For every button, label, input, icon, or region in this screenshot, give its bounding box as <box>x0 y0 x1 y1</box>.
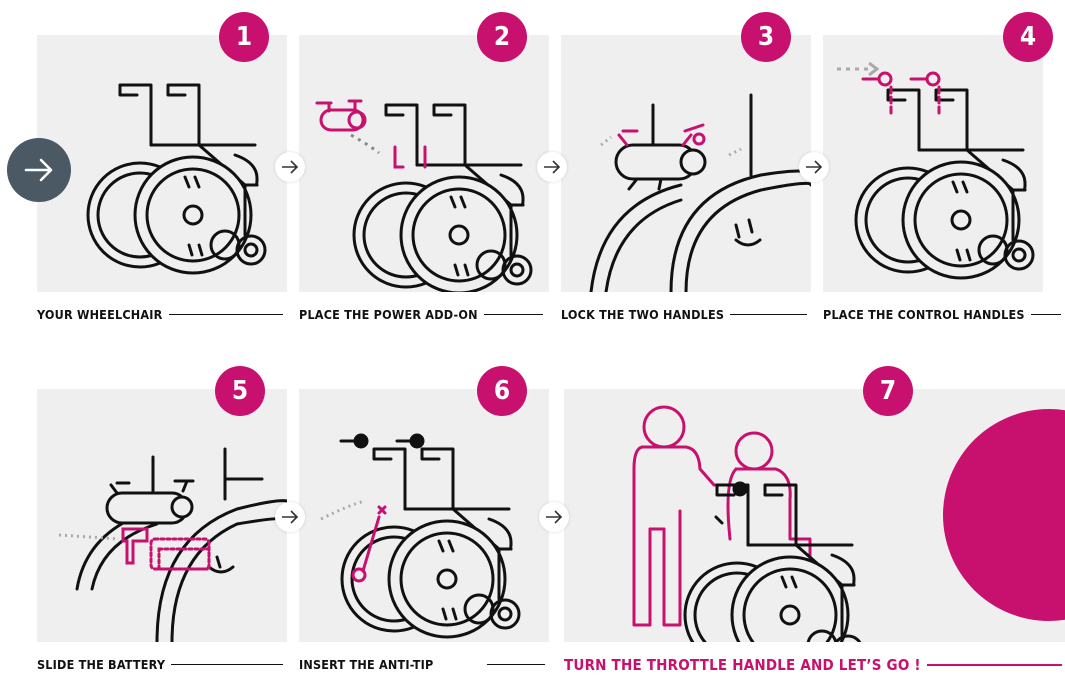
step-2-caption-text: PLACE THE POWER ADD-ON <box>299 307 478 322</box>
step-7-caption-text: TURN THE THROTTLE HANDLE AND LET’S GO ! <box>564 656 921 674</box>
step-1-caption: YOUR WHEELCHAIR <box>37 307 283 322</box>
power-addon-illustration <box>315 99 533 292</box>
arrow-right-icon <box>546 510 563 524</box>
step-3-caption-text: LOCK THE TWO HANDLES <box>561 307 725 322</box>
next-arrow-button[interactable] <box>7 138 71 202</box>
step-6-panel <box>299 389 549 642</box>
step-7-badge: 7 <box>863 366 913 416</box>
step-2-badge: 2 <box>477 12 527 62</box>
step-4-panel <box>823 35 1043 292</box>
step-6-badge: 6 <box>477 366 527 416</box>
control-handles-illustration <box>837 61 1035 280</box>
step-6-caption: INSERT THE ANTI-TIP <box>299 657 545 672</box>
step-7-panel <box>564 389 1065 642</box>
step-5-caption: SLIDE THE BATTERY <box>37 657 283 672</box>
step-5-badge: 5 <box>215 366 265 416</box>
step-4-caption: PLACE THE CONTROL HANDLES <box>823 307 1061 322</box>
step-4-caption-text: PLACE THE CONTROL HANDLES <box>823 307 1025 322</box>
step-6-caption-text: INSERT THE ANTI-TIP <box>299 657 434 672</box>
anti-tip-illustration <box>320 433 521 639</box>
ready-illustration <box>632 405 1065 642</box>
step-5-panel <box>37 389 287 642</box>
step-3-badge: 3 <box>741 12 791 62</box>
step-arrow-2-3 <box>537 152 567 182</box>
arrow-right-icon <box>282 160 299 174</box>
step-1-badge: 1 <box>219 12 269 62</box>
step-7-caption: TURN THE THROTTLE HANDLE AND LET’S GO ! <box>564 656 1062 674</box>
wheelchair-illustration <box>86 83 267 275</box>
step-arrow-3-4 <box>799 152 829 182</box>
step-5-caption-text: SLIDE THE BATTERY <box>37 657 166 672</box>
step-arrow-1-2 <box>275 152 305 182</box>
arrow-right-icon <box>544 160 561 174</box>
arrow-right-icon <box>282 510 299 524</box>
step-2-caption: PLACE THE POWER ADD-ON <box>299 307 543 322</box>
step-4-badge: 4 <box>1003 12 1053 62</box>
step-1-caption-text: YOUR WHEELCHAIR <box>37 307 163 322</box>
step-3-panel <box>561 35 811 292</box>
arrow-right-icon <box>806 160 823 174</box>
battery-illustration <box>58 447 287 642</box>
arrow-right-icon <box>24 158 53 182</box>
lock-handles-illustration <box>589 93 811 292</box>
step-2-panel <box>299 35 549 292</box>
step-arrow-5-6 <box>275 502 305 532</box>
step-arrow-6-7 <box>539 502 569 532</box>
step-1-panel <box>37 35 287 292</box>
step-3-caption: LOCK THE TWO HANDLES <box>561 307 807 322</box>
